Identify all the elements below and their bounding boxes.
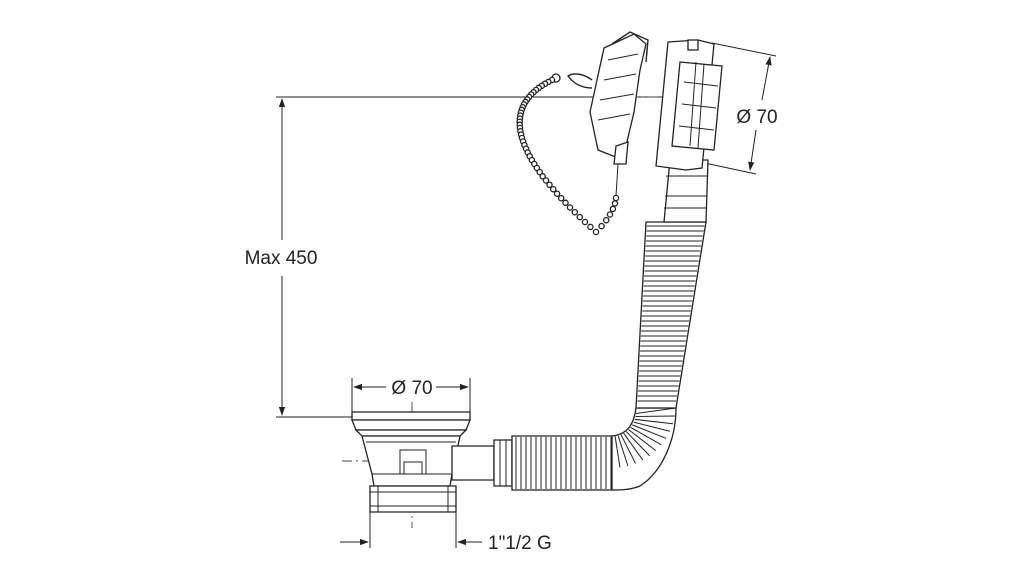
hose-vertical-ribs	[637, 225, 705, 402]
overflow-plate	[655, 39, 723, 171]
ball-chain	[516, 76, 620, 236]
hose-horizontal-ribs	[515, 437, 612, 489]
overflow-diameter-label: Ø 70	[736, 107, 777, 128]
overflow-extension-bottom	[699, 161, 757, 175]
flexible-hose	[511, 221, 707, 491]
waste-side-branch	[451, 439, 513, 487]
overflow-diameter-dimension: Ø 70	[699, 42, 778, 175]
thread-label: 1"1/2 G	[488, 533, 552, 554]
overflow-arrow-bottom	[748, 129, 757, 171]
hose-bend-ribs	[611, 407, 676, 468]
waste-diameter-label: Ø 70	[391, 378, 432, 399]
max-length-label: Max 450	[245, 248, 318, 269]
thread-dimension: 1"1/2 G	[340, 512, 552, 554]
waste-diameter-dimension: Ø 70	[351, 378, 471, 412]
overflow-extension-top	[711, 42, 777, 57]
overflow-arrow-top	[761, 56, 772, 101]
plug-stopper	[551, 31, 649, 197]
waste-outlet-body	[351, 411, 471, 513]
